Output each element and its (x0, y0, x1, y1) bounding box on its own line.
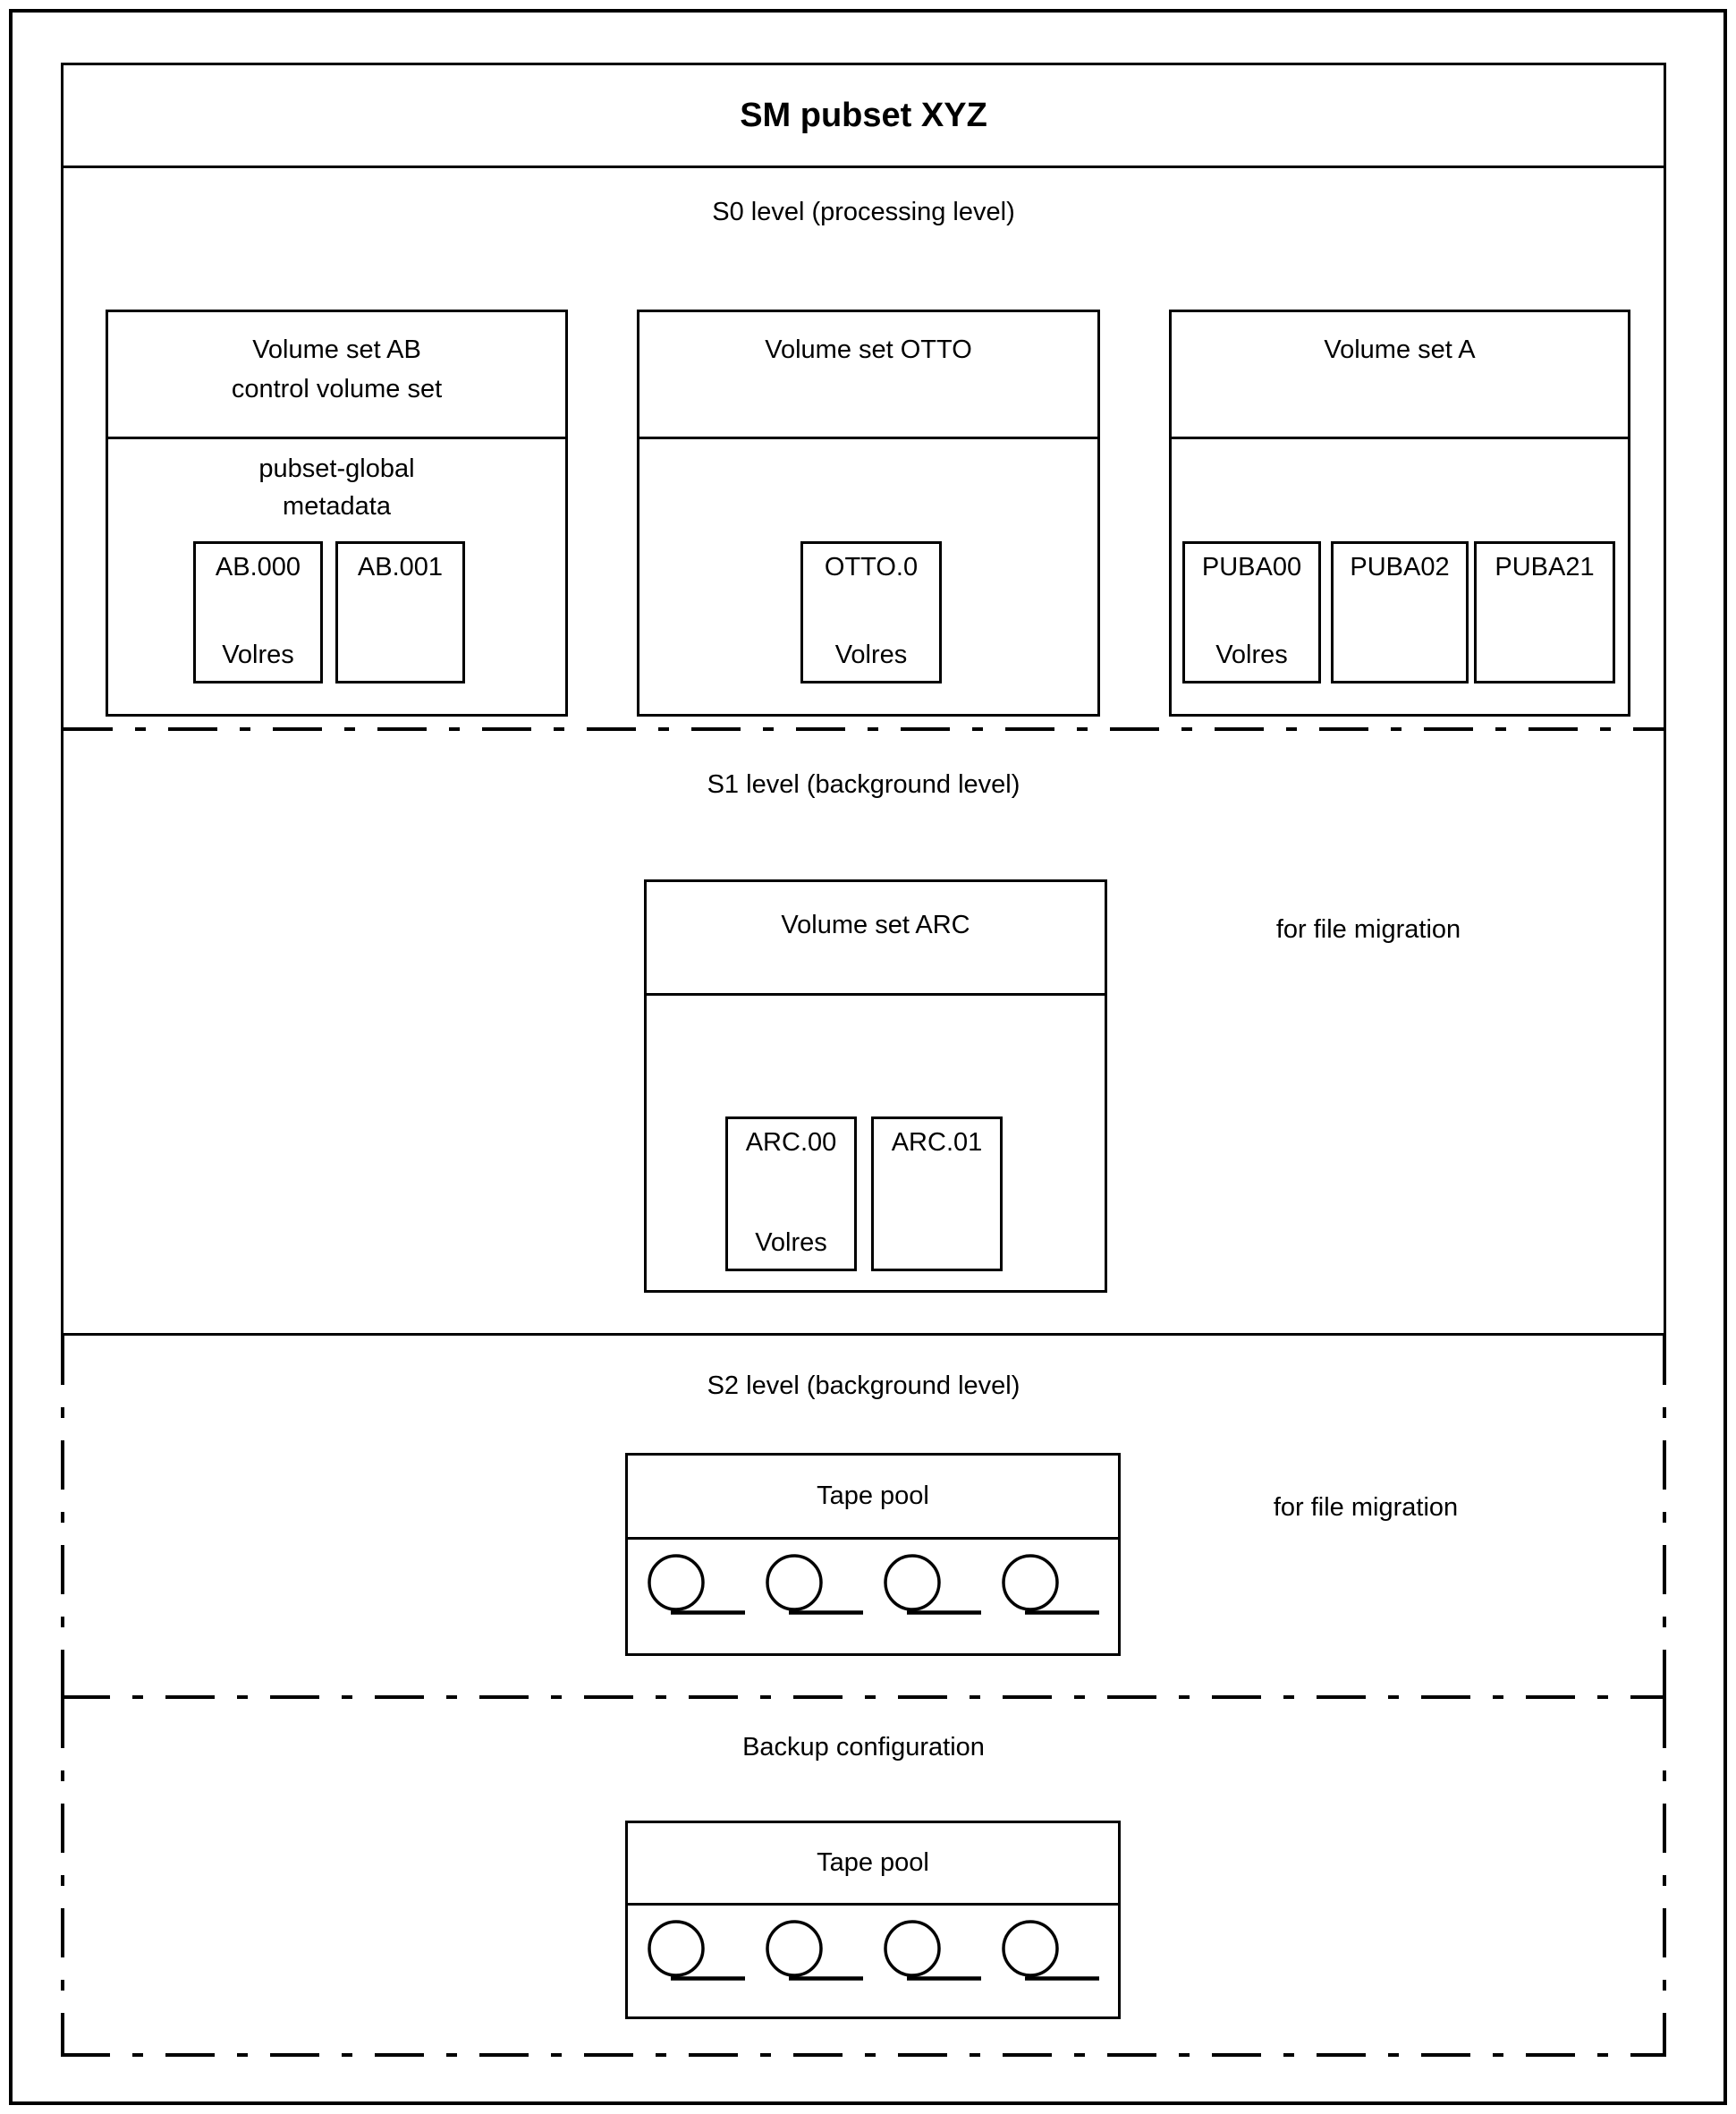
volume-set-otto-title: Volume set OTTO (765, 335, 972, 364)
volres-label: Volres (755, 1228, 827, 1257)
volume-set-arc-title: Volume set ARC (781, 911, 970, 939)
volume-set-otto-box: Volume set OTTO OTTO.0 Volres (637, 310, 1100, 717)
volume-box-puba21: PUBA21 (1474, 541, 1615, 683)
tape-pool-body (628, 1540, 1118, 1653)
tape-reel-icon (648, 1920, 745, 1981)
backup-right-border (1663, 1699, 1666, 2053)
tape-reel-icon (766, 1920, 863, 1981)
volres-label: Volres (1215, 641, 1288, 669)
pubset-box: SM pubset XYZ S0 level (processing level… (61, 63, 1666, 1336)
volume-set-a-title: Volume set A (1324, 335, 1476, 364)
volume-set-arc-header: Volume set ARC (647, 882, 1105, 996)
pubset-title-row: SM pubset XYZ (64, 65, 1664, 168)
volume-set-a-header: Volume set A (1172, 312, 1628, 439)
volume-set-a-box: Volume set A PUBA00 Volres PUBA02 PUBA21 (1169, 310, 1630, 717)
file-migration-note-s2: for file migration (1273, 1493, 1459, 1522)
backup-bottom-divider (61, 2053, 1666, 2057)
volume-set-arc-box: Volume set ARC ARC.00 Volres ARC.01 (644, 879, 1107, 1293)
volume-box-otto0: OTTO.0 Volres (800, 541, 942, 683)
volume-box-puba00: PUBA00 Volres (1182, 541, 1321, 683)
pubset-global-metadata-note: pubset-global metadata (258, 454, 415, 521)
tape-pool-header: Tape pool (628, 1456, 1118, 1540)
tape-reel-icon (648, 1554, 745, 1615)
tape-pool-header: Tape pool (628, 1823, 1118, 1906)
volume-set-arc-body: ARC.00 Volres ARC.01 (647, 996, 1105, 1290)
volume-set-ab-body: pubset-global metadata AB.000 Volres AB.… (108, 439, 565, 714)
volume-id: PUBA00 (1201, 553, 1302, 582)
volume-set-a-body: PUBA00 Volres PUBA02 PUBA21 (1172, 439, 1628, 714)
volume-set-otto-header: Volume set OTTO (639, 312, 1097, 439)
volume-set-ab-box: Volume set AB control volume set pubset-… (106, 310, 568, 717)
backup-left-border (61, 1699, 64, 2053)
volume-box-arc01: ARC.01 (871, 1116, 1003, 1271)
volume-box-puba02: PUBA02 (1331, 541, 1469, 683)
tape-reel-icon (766, 1554, 863, 1615)
volume-set-ab-subtitle: control volume set (231, 375, 443, 403)
volume-set-ab-header: Volume set AB control volume set (108, 312, 565, 439)
s2-section: S2 level (background level) Tape pool fo… (61, 1336, 1666, 1695)
volume-id: AB.001 (357, 553, 444, 582)
volume-id: PUBA21 (1495, 553, 1595, 582)
page-title: SM pubset XYZ (740, 96, 987, 134)
volume-box-ab001: AB.001 (335, 541, 465, 683)
tape-reel-icon (884, 1554, 981, 1615)
tape-pool-box-s2: Tape pool (625, 1453, 1121, 1656)
volume-id: ARC.01 (891, 1128, 983, 1157)
volume-id: AB.000 (215, 553, 301, 582)
volume-set-ab-title: Volume set AB (252, 335, 421, 364)
volume-box-arc00: ARC.00 Volres (725, 1116, 857, 1271)
tape-reel-icon (1002, 1554, 1099, 1615)
backup-section: Backup configuration Tape pool (61, 1699, 1666, 2053)
tape-reel-icon (884, 1920, 981, 1981)
tape-pool-box-backup: Tape pool (625, 1821, 1121, 2019)
volume-id: ARC.00 (745, 1128, 837, 1157)
s0-s1-divider (64, 727, 1664, 731)
file-migration-note-s1: for file migration (1275, 915, 1461, 944)
volume-id: OTTO.0 (824, 553, 919, 582)
tape-pool-body (628, 1906, 1118, 2016)
s2-backup-divider (61, 1695, 1666, 1699)
volume-set-otto-body: OTTO.0 Volres (639, 439, 1097, 714)
volres-label: Volres (834, 641, 908, 669)
volres-label: Volres (222, 641, 294, 669)
tape-reel-icon (1002, 1920, 1099, 1981)
backup-config-label: Backup configuration (742, 1733, 985, 1762)
volume-id: PUBA02 (1350, 553, 1450, 582)
s2-right-border (1663, 1336, 1666, 1695)
s1-level-label: S1 level (background level) (707, 770, 1020, 799)
s2-left-border (61, 1336, 64, 1695)
s2-level-label: S2 level (background level) (707, 1371, 1020, 1400)
s0-level-label: S0 level (processing level) (712, 198, 1015, 226)
outer-border (9, 9, 1727, 2105)
volume-box-ab000: AB.000 Volres (193, 541, 323, 683)
